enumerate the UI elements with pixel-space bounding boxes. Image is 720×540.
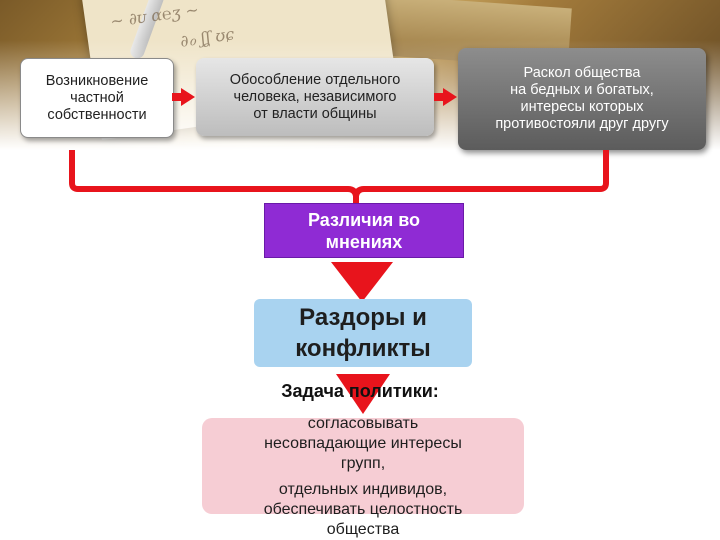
politics-task-text: согласовывать несовпадающие интересы гру… [202,414,524,540]
arrow-right-icon [443,88,457,106]
politics-task-line: групп, [340,455,386,472]
box-society-split-label: Раскол общества на бедных и богатых, инт… [495,65,669,132]
politics-task-heading: Задача политики: [281,381,439,401]
arrow-shaft [172,93,184,101]
brace-connector [69,150,609,203]
down-arrow-icon [331,262,393,302]
politics-task-line: обеспечивать целостность [263,501,463,518]
box-conflicts-label: Раздоры и конфликты [295,304,431,362]
arrow-shaft [434,93,446,101]
box-conflicts: Раздоры и конфликты [254,299,472,367]
politics-task-line: отдельных индивидов, [278,481,448,498]
down-arrow-icon [336,374,390,414]
box-individual-separation-label: Обособление отдельного человека, независ… [229,71,401,122]
box-society-split: Раскол общества на бедных и богатых, инт… [458,48,706,150]
politics-task-line: общества [326,521,400,538]
box-differences: Различия во мнениях [264,203,464,258]
box-private-property-label: Возникновение частной собственности [45,72,149,123]
box-private-property: Возникновение частной собственности [20,58,174,138]
box-politics-task [202,418,524,514]
box-individual-separation: Обособление отдельного человека, независ… [196,58,434,136]
politics-task-line: согласовывать [307,415,419,432]
box-differences-label: Различия во мнениях [307,209,421,252]
arrow-right-icon [181,88,195,106]
politics-task-line: несовпадающие интересы [264,435,462,452]
